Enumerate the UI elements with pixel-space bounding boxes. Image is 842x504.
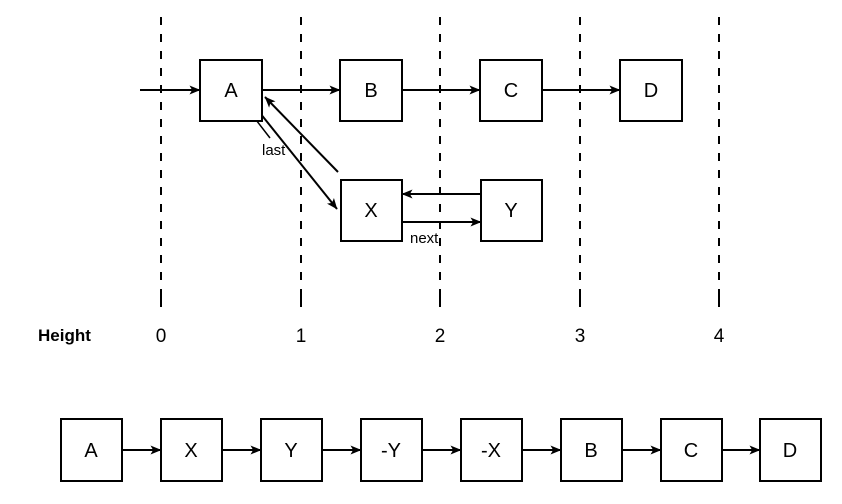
bottom-node-6[interactable]: C (660, 418, 723, 482)
bottom-node-3[interactable]: -Y (360, 418, 423, 482)
bottom-node-1-label: X (184, 440, 197, 462)
bottom-node-5[interactable]: B (560, 418, 623, 482)
bottom-node-0[interactable]: A (60, 418, 123, 482)
bottom-node-0-box[interactable] (60, 418, 123, 482)
node-y-box[interactable] (480, 179, 543, 242)
edge-x-to-a-last (264, 96, 339, 173)
bottom-node-4-label: -X (481, 440, 501, 462)
tick-label-1: 1 (296, 326, 307, 347)
tick-label-3: 3 (575, 326, 586, 347)
bottom-node-7[interactable]: D (759, 418, 822, 482)
bottom-node-1-box[interactable] (160, 418, 223, 482)
bottom-node-5-box[interactable] (560, 418, 623, 482)
bottom-node-1[interactable]: X (160, 418, 223, 482)
bottom-chain: A X Y -Y -X B (60, 418, 822, 482)
height-guide-lines (160, 17, 720, 302)
node-y[interactable]: Y (480, 179, 543, 242)
bottom-node-2[interactable]: Y (260, 418, 323, 482)
bottom-node-2-label: Y (284, 440, 297, 462)
edge-label-next: next (410, 230, 439, 247)
height-axis: Height 0 1 2 3 4 (38, 295, 725, 347)
node-b[interactable]: B (339, 59, 403, 122)
bottom-node-7-box[interactable] (759, 418, 822, 482)
bottom-node-7-label: D (783, 440, 797, 462)
node-c-label: C (504, 80, 518, 102)
node-b-label: B (364, 80, 377, 102)
node-x-box[interactable] (340, 179, 403, 242)
node-c-box[interactable] (479, 59, 543, 122)
node-b-box[interactable] (339, 59, 403, 122)
node-d[interactable]: D (619, 59, 683, 122)
node-x[interactable]: X (340, 179, 403, 242)
node-d-box[interactable] (619, 59, 683, 122)
bottom-node-6-label: C (684, 440, 698, 462)
edge-a-to-x (259, 112, 338, 210)
height-axis-title: Height (38, 326, 91, 345)
node-a[interactable]: A (199, 59, 263, 122)
node-x-label: X (364, 200, 377, 222)
top-graph-edge-labels: last next (262, 142, 439, 247)
bottom-node-4-box[interactable] (460, 418, 523, 482)
node-y-label: Y (504, 200, 517, 222)
node-a-label: A (224, 80, 238, 102)
tick-label-4: 4 (714, 326, 725, 347)
edge-label-last: last (262, 142, 286, 159)
node-d-label: D (644, 80, 658, 102)
tick-label-0: 0 (156, 326, 167, 347)
top-graph-nodes: A B C D X Y (199, 59, 683, 242)
tick-label-2: 2 (435, 326, 446, 347)
bottom-node-6-box[interactable] (660, 418, 723, 482)
bottom-node-3-box[interactable] (360, 418, 423, 482)
bottom-node-3-label: -Y (381, 440, 401, 462)
bottom-node-0-label: A (84, 440, 98, 462)
node-a-box[interactable] (199, 59, 263, 122)
bottom-node-5-label: B (584, 440, 597, 462)
node-c[interactable]: C (479, 59, 543, 122)
top-graph-edges (140, 85, 621, 227)
bottom-node-2-box[interactable] (260, 418, 323, 482)
bottom-node-4[interactable]: -X (460, 418, 523, 482)
